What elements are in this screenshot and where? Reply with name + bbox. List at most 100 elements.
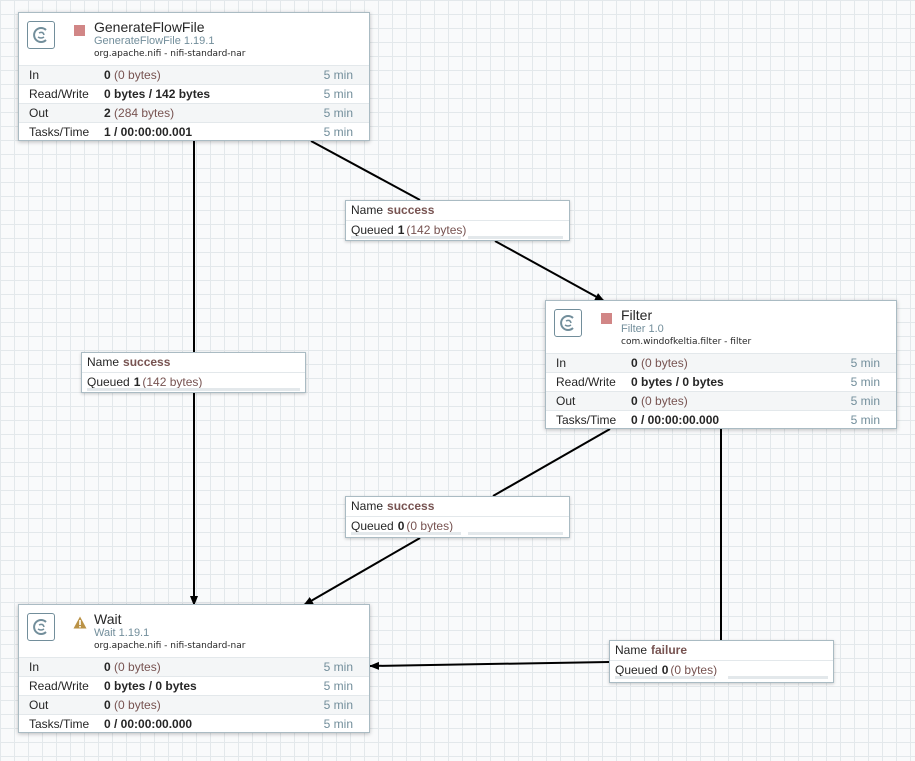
processor-bundle: org.apache.nifi - nifi-standard-nar: [94, 49, 246, 59]
stat-value: 1 / 00:00:00.001: [104, 125, 193, 139]
connection-queued-count: 0: [397, 519, 405, 533]
processor-filter[interactable]: Filter Filter 1.0 com.windofkeltia.filte…: [545, 300, 897, 429]
connection-name: failure: [651, 643, 688, 657]
connection-name: success: [123, 355, 171, 369]
processor-icon: [27, 21, 55, 49]
stat-value: 0 (0 bytes): [631, 356, 688, 370]
stat-out: Out 0 (0 bytes) 5 min: [19, 695, 369, 714]
stat-time: 5 min: [323, 660, 353, 674]
stat-tasks-time: Tasks/Time 1 / 00:00:00.001 5 min: [19, 122, 369, 141]
connection-name-label: Name: [87, 355, 120, 369]
processor-type: Filter 1.0: [621, 323, 664, 335]
processor-generateflowfile[interactable]: GenerateFlowFile GenerateFlowFile 1.19.1…: [18, 12, 370, 141]
stat-label: Tasks/Time: [556, 413, 617, 427]
stat-value: 0 / 00:00:00.000: [104, 717, 193, 731]
stopped-icon: [601, 313, 612, 324]
stat-time: 5 min: [323, 87, 353, 101]
stat-label: In: [29, 660, 40, 674]
stat-time: 5 min: [850, 413, 880, 427]
connection-line-gen-filter: [310, 140, 604, 301]
stat-value: 2 (284 bytes): [104, 106, 175, 120]
processor-type: Wait 1.19.1: [94, 627, 150, 639]
stopped-icon: [74, 25, 85, 36]
processor-icon: [27, 613, 55, 641]
queue-progress-bar: [468, 532, 563, 535]
connection-name-label: Name: [351, 203, 384, 217]
stat-value: 0 / 00:00:00.000: [631, 413, 720, 427]
processor-icon: [554, 309, 582, 337]
stat-time: 5 min: [323, 717, 353, 731]
stat-in: In 0 (0 bytes) 5 min: [19, 65, 369, 84]
stat-label: Read/Write: [29, 87, 89, 101]
stat-in: In 0 (0 bytes) 5 min: [19, 657, 369, 676]
queue-progress-bar: [351, 236, 461, 239]
processor-name: Wait: [94, 611, 122, 627]
stat-value: 0 (0 bytes): [631, 394, 688, 408]
stat-time: 5 min: [323, 698, 353, 712]
stat-time: 5 min: [323, 125, 353, 139]
queue-progress-bar: [351, 532, 461, 535]
stat-label: Read/Write: [29, 679, 89, 693]
stat-label: In: [29, 68, 40, 82]
stat-label: Out: [29, 698, 49, 712]
stat-label: Out: [556, 394, 576, 408]
connection-queued-label: Queued: [615, 663, 658, 677]
processor-wait[interactable]: Wait Wait 1.19.1 org.apache.nifi - nifi-…: [18, 604, 370, 733]
stat-label: In: [556, 356, 567, 370]
stat-out: Out 0 (0 bytes) 5 min: [546, 391, 896, 410]
stat-value: 0 (0 bytes): [104, 660, 161, 674]
stat-time: 5 min: [850, 394, 880, 408]
queue-progress-bar: [87, 388, 300, 391]
stat-time: 5 min: [323, 68, 353, 82]
connection-queued-label: Queued: [351, 223, 394, 237]
stat-in: In 0 (0 bytes) 5 min: [546, 353, 896, 372]
processor-bundle: com.windofkeltia.filter - filter: [621, 337, 752, 347]
processor-name: GenerateFlowFile: [94, 19, 205, 35]
stat-read-write: Read/Write 0 bytes / 0 bytes 5 min: [19, 676, 369, 695]
stat-out: Out 2 (284 bytes) 5 min: [19, 103, 369, 122]
stat-tasks-time: Tasks/Time 0 / 00:00:00.000 5 min: [546, 410, 896, 429]
stat-time: 5 min: [323, 679, 353, 693]
stat-label: Out: [29, 106, 49, 120]
stat-value: 0 bytes / 0 bytes: [631, 375, 724, 389]
queue-progress-bar: [468, 236, 563, 239]
connection-name-label: Name: [615, 643, 648, 657]
stat-read-write: Read/Write 0 bytes / 0 bytes 5 min: [546, 372, 896, 391]
connection-queued-size: (0 bytes): [406, 519, 454, 533]
processor-bundle: org.apache.nifi - nifi-standard-nar: [94, 641, 246, 651]
connection-queued-count: 1: [133, 375, 141, 389]
connection-queued-size: (0 bytes): [670, 663, 718, 677]
stat-value: 0 (0 bytes): [104, 68, 161, 82]
stat-value: 0 bytes / 142 bytes: [104, 87, 211, 101]
connection-queued-label: Queued: [351, 519, 394, 533]
connection-name: success: [387, 499, 435, 513]
stat-value: 0 bytes / 0 bytes: [104, 679, 197, 693]
warning-icon[interactable]: [73, 616, 87, 629]
stat-read-write: Read/Write 0 bytes / 142 bytes 5 min: [19, 84, 369, 103]
stat-label: Tasks/Time: [29, 125, 90, 139]
processor-type: GenerateFlowFile 1.19.1: [94, 35, 215, 47]
processor-name: Filter: [621, 307, 653, 323]
stat-tasks-time: Tasks/Time 0 / 00:00:00.000 5 min: [19, 714, 369, 733]
stat-time: 5 min: [323, 106, 353, 120]
queue-progress-bar: [728, 676, 828, 679]
connection-queued-count: 0: [661, 663, 669, 677]
stat-time: 5 min: [850, 356, 880, 370]
connection-name-label: Name: [351, 499, 384, 513]
connection-queued-size: (142 bytes): [406, 223, 467, 237]
stat-value: 0 (0 bytes): [104, 698, 161, 712]
connection-name: success: [387, 203, 435, 217]
connection-queued-size: (142 bytes): [142, 375, 203, 389]
queue-progress-bar: [615, 676, 715, 679]
connection-queued-count: 1: [397, 223, 405, 237]
connection-line-failure-to-wait: [369, 661, 610, 670]
stat-label: Read/Write: [556, 375, 616, 389]
connection-line-filter-wait-success: [304, 428, 611, 605]
stat-time: 5 min: [850, 375, 880, 389]
stat-label: Tasks/Time: [29, 717, 90, 731]
